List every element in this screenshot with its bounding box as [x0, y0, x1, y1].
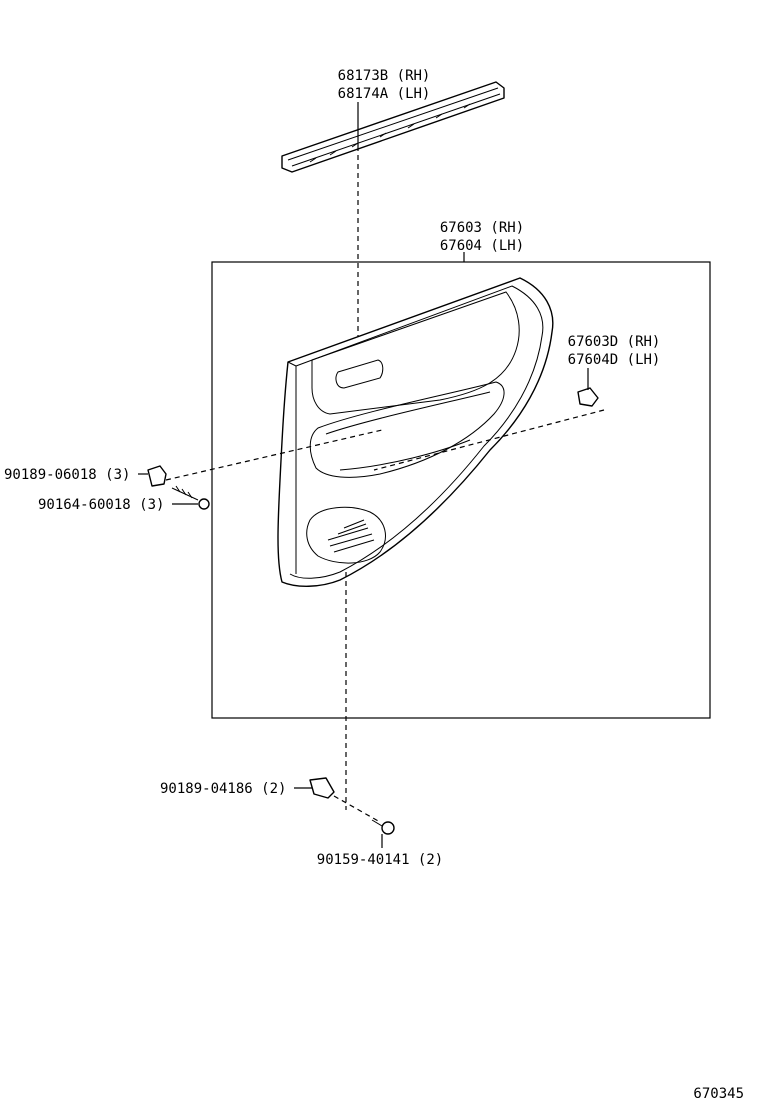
- dash-right: [373, 409, 605, 471]
- label-clip-bottom: 90189-04186 (2): [160, 781, 286, 797]
- clip-bottom-part: [309, 777, 335, 799]
- window-molding-part: [281, 81, 505, 173]
- label-screw-bottom: 90159-40141 (2): [317, 852, 443, 868]
- label-screw-left: 90164-60018 (3): [38, 497, 164, 513]
- label-board-sub-rh: 67603D (RH): [568, 334, 661, 350]
- clip-left-part: [147, 465, 167, 487]
- door-trim-board-part: [277, 277, 554, 587]
- label-board-lh: 67604 (LH): [440, 238, 524, 254]
- dash-bottom-screw: [333, 795, 381, 823]
- assembly-frame: [211, 261, 711, 719]
- label-board-rh: 67603 (RH): [440, 220, 524, 236]
- label-clip-left: 90189-06018 (3): [4, 467, 130, 483]
- screw-bottom-part: [371, 819, 395, 835]
- figure-reference-number: 670345: [693, 1086, 744, 1102]
- label-molding-rh: 68173B (RH): [338, 68, 431, 84]
- label-board-sub-lh: 67604D (LH): [568, 352, 661, 368]
- dash-left: [165, 429, 383, 481]
- screw-left-part: [171, 485, 210, 510]
- clip-right-part: [577, 387, 599, 407]
- label-molding-lh: 68174A (LH): [338, 86, 431, 102]
